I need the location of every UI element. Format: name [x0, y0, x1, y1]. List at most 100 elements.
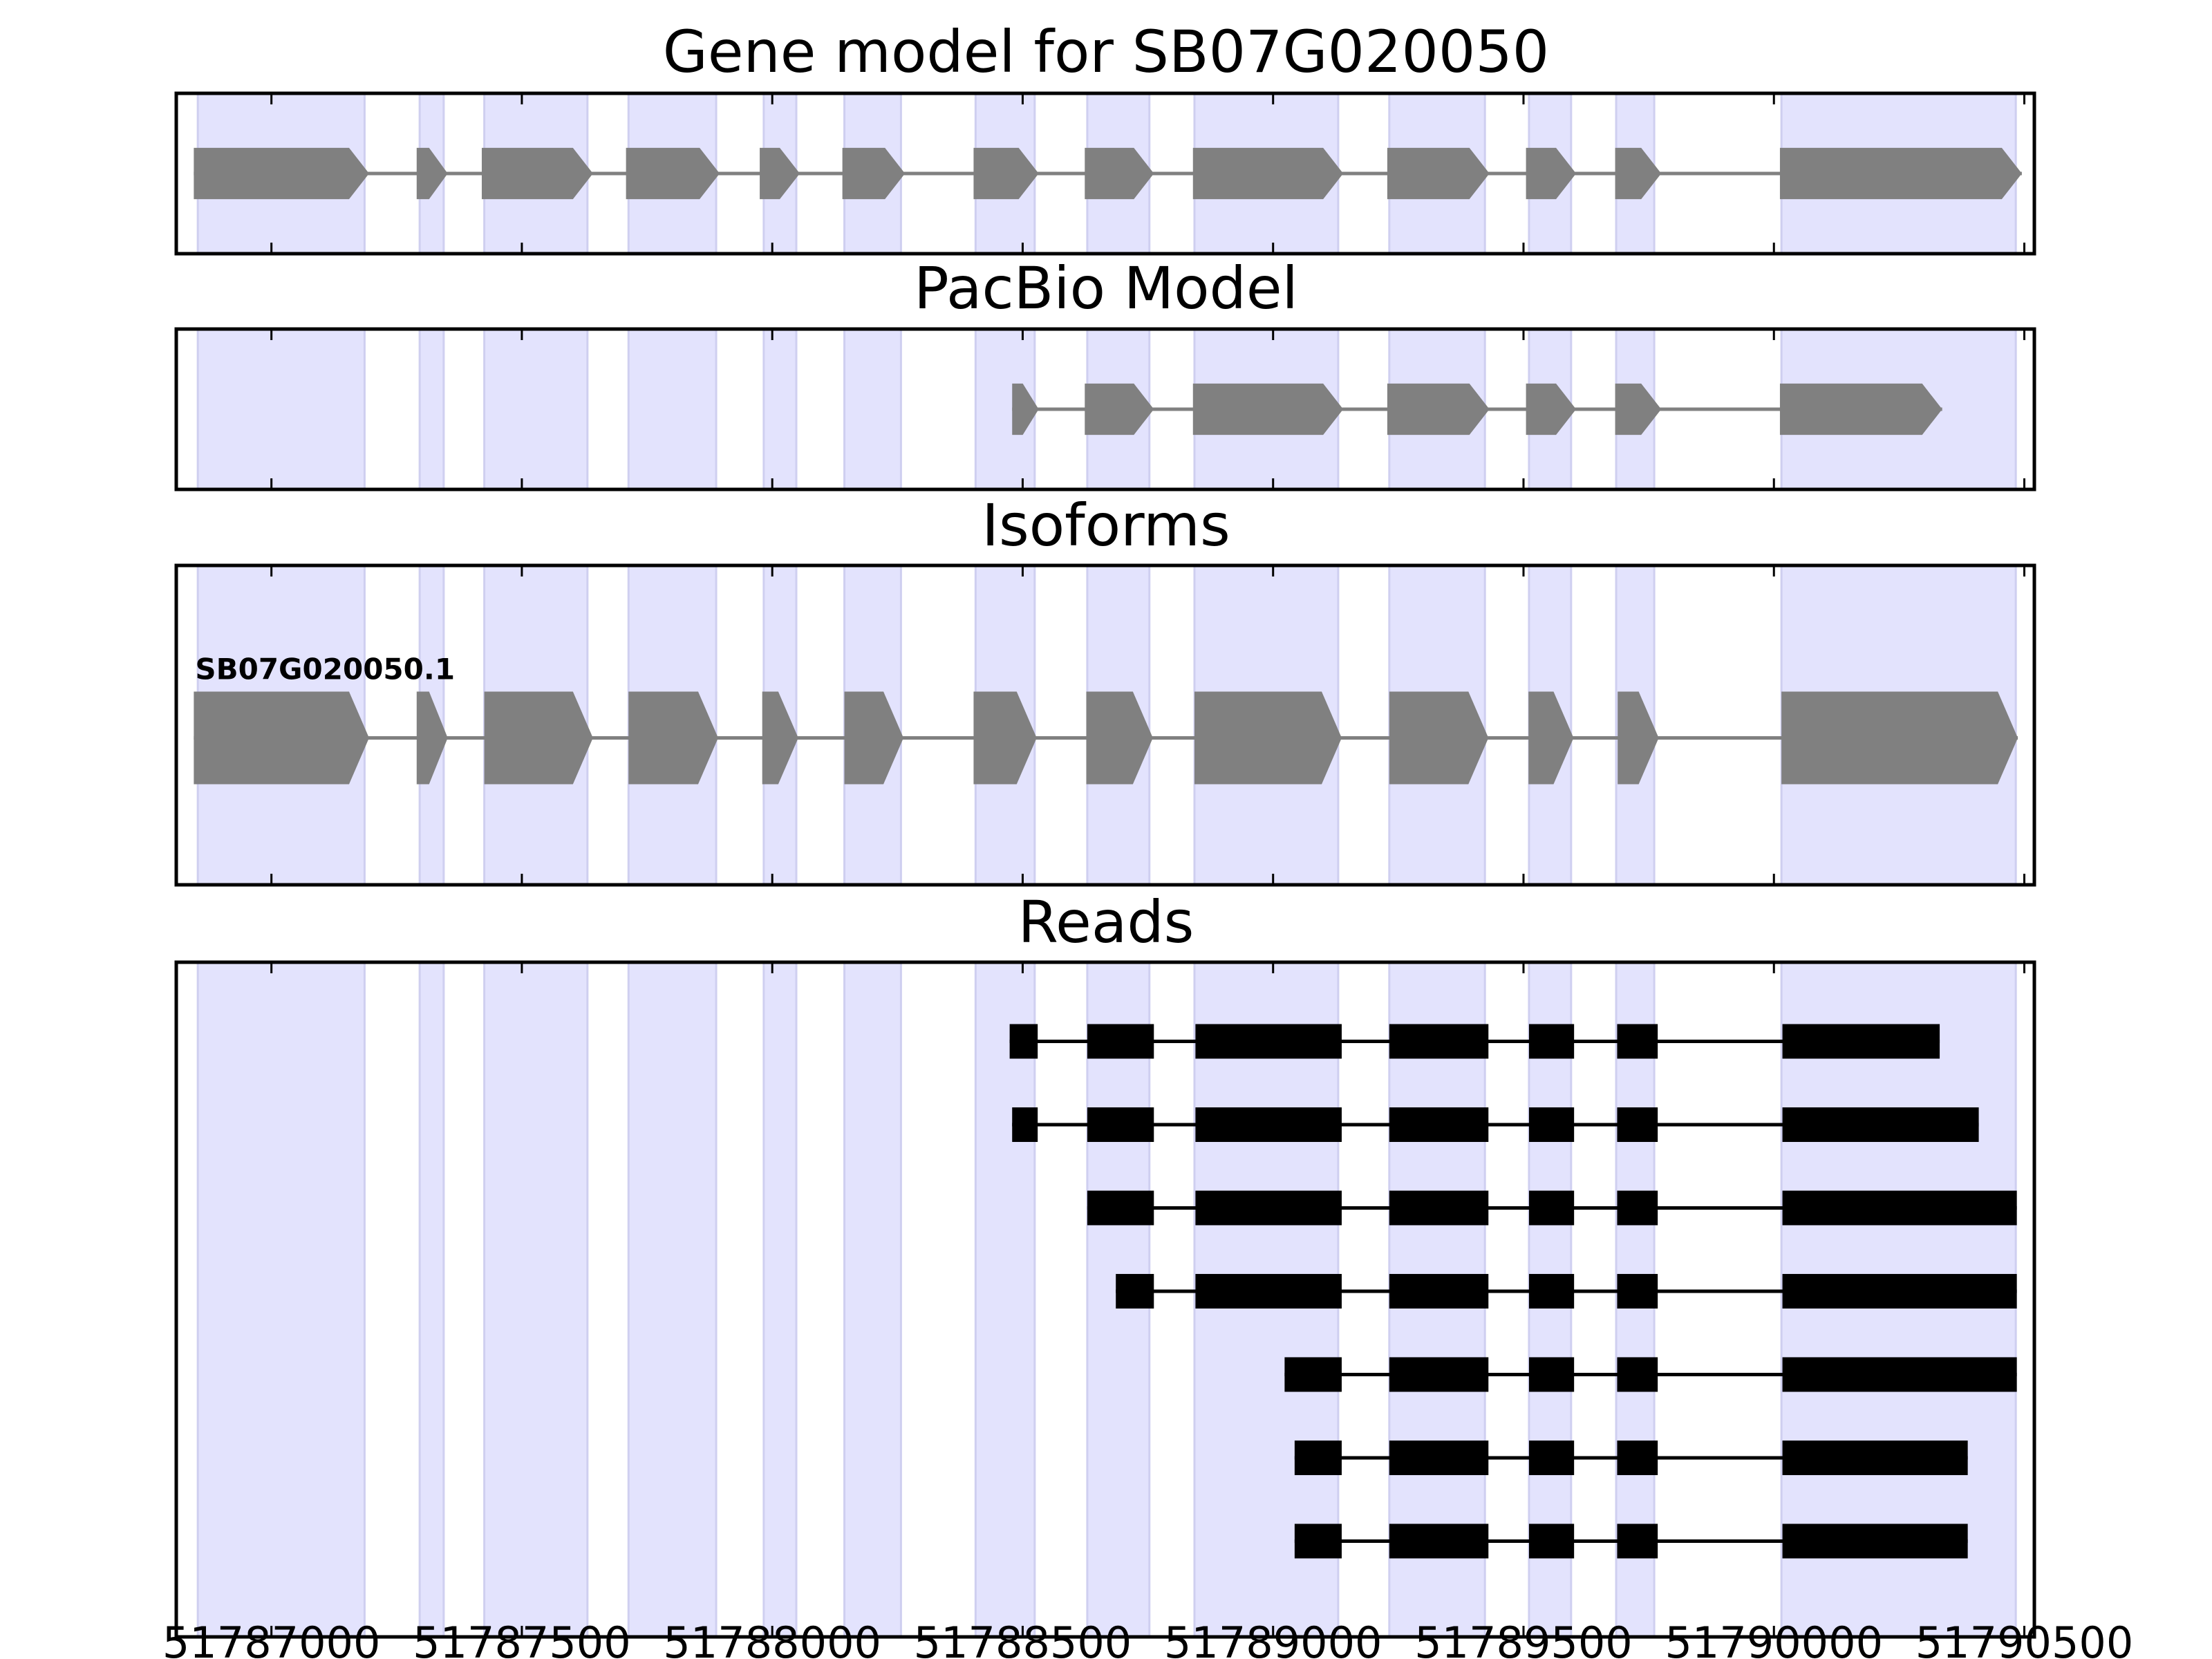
x-tick-label: 51789500	[1414, 1618, 1633, 1659]
x-tick-label: 51787000	[162, 1618, 381, 1659]
read-block	[1389, 1524, 1489, 1559]
exon-arrow	[1192, 383, 1344, 435]
exon-arrow	[760, 147, 800, 200]
exon-arrow	[416, 147, 448, 200]
exon-shade-region	[196, 961, 366, 1638]
exon-shade-region	[418, 328, 445, 491]
read-block	[1389, 1273, 1489, 1309]
read-block	[1617, 1357, 1658, 1392]
read-5	[1284, 1357, 2017, 1392]
exon-arrow	[1528, 691, 1574, 785]
read-7	[1294, 1524, 1968, 1559]
read-block	[1389, 1024, 1489, 1059]
x-tick-label: 51788500	[914, 1618, 1132, 1659]
exon-arrow	[973, 691, 1037, 785]
read-block	[1528, 1024, 1575, 1059]
panel-0	[174, 91, 2036, 256]
panel-title-pacbio-model: PacBio Model	[914, 254, 1298, 322]
exon-shade-region	[843, 328, 902, 491]
read-block	[1294, 1524, 1342, 1559]
read-block	[1782, 1024, 1940, 1059]
panel-title-isoforms: Isoforms	[982, 491, 1230, 559]
exon-shade-region	[627, 328, 718, 491]
panel-title-reads: Reads	[1018, 888, 1194, 956]
exon-arrow	[842, 147, 906, 200]
exon-arrow	[628, 691, 718, 785]
read-block	[1782, 1440, 1968, 1475]
read-block	[1528, 1357, 1575, 1392]
exon-shade-region	[483, 961, 589, 1638]
exon-arrow	[416, 691, 448, 785]
exon-shade-region	[418, 961, 445, 1638]
exon-shade-region	[196, 328, 366, 491]
exon-arrow	[1779, 147, 2022, 200]
exon-arrow	[1085, 147, 1154, 200]
read-2	[1012, 1107, 1979, 1142]
read-block	[1528, 1273, 1575, 1309]
exon-arrow	[194, 147, 369, 200]
exon-arrow	[1012, 383, 1039, 435]
exon-arrow	[484, 691, 593, 785]
read-block	[1782, 1273, 2017, 1309]
axes-frame	[174, 327, 2036, 491]
exon-shade-region	[483, 328, 589, 491]
read-3	[1087, 1190, 2017, 1226]
exon-shade-region	[762, 328, 798, 491]
exon-arrow	[1389, 691, 1489, 785]
read-4	[1116, 1273, 2017, 1309]
read-block	[1617, 1524, 1658, 1559]
exon-arrow	[1779, 383, 1942, 435]
read-block	[1389, 1107, 1489, 1142]
x-tick-label: 51789000	[1164, 1618, 1382, 1659]
read-block	[1087, 1107, 1154, 1142]
exon-arrow	[1086, 691, 1153, 785]
read-block	[1617, 1107, 1658, 1142]
exon-arrow	[1387, 383, 1490, 435]
read-block	[1528, 1524, 1575, 1559]
exon-arrow	[1781, 691, 2018, 785]
exon-arrow	[1526, 147, 1577, 200]
read-block	[1617, 1273, 1658, 1309]
exon-arrow	[194, 691, 369, 785]
read-block	[1012, 1107, 1038, 1142]
read-block	[1528, 1107, 1575, 1142]
read-block	[1782, 1524, 1968, 1559]
panel-1	[174, 327, 2036, 491]
x-tick-label: 51787500	[413, 1618, 631, 1659]
read-block	[1284, 1357, 1342, 1392]
read-6	[1294, 1440, 1968, 1475]
exon-arrow	[1618, 691, 1659, 785]
read-block	[1528, 1190, 1575, 1226]
exon-arrow	[1615, 147, 1662, 200]
exon-arrow	[762, 691, 798, 785]
exon-arrow	[973, 147, 1039, 200]
x-tick-label: 51788000	[663, 1618, 881, 1659]
read-1	[1009, 1024, 1940, 1059]
read-block	[1009, 1024, 1038, 1059]
x-tick-label: 51790000	[1665, 1618, 1883, 1659]
read-block	[1528, 1440, 1575, 1475]
x-tick-label: 51790500	[1915, 1618, 2134, 1659]
exon-arrow	[844, 691, 904, 785]
read-block	[1087, 1190, 1154, 1226]
read-block	[1617, 1024, 1658, 1059]
exon-arrow	[1387, 147, 1490, 200]
axes-frame	[174, 91, 2036, 256]
exon-arrow	[1615, 383, 1662, 435]
read-block	[1389, 1190, 1489, 1226]
read-block	[1389, 1440, 1489, 1475]
read-block	[1617, 1190, 1658, 1226]
read-block	[1389, 1357, 1489, 1392]
panel-3	[174, 960, 2036, 1639]
read-block	[1195, 1190, 1342, 1226]
exon-arrow	[1192, 147, 1344, 200]
read-block	[1195, 1273, 1342, 1309]
exon-shade-region	[974, 961, 1036, 1638]
panel-2: SB07G020050.1	[174, 563, 2036, 887]
exon-shade-region	[843, 961, 902, 1638]
read-block	[1195, 1024, 1342, 1059]
read-block	[1782, 1190, 2017, 1226]
isoform-label: SB07G020050.1	[195, 652, 455, 686]
exon-arrow	[1526, 383, 1577, 435]
